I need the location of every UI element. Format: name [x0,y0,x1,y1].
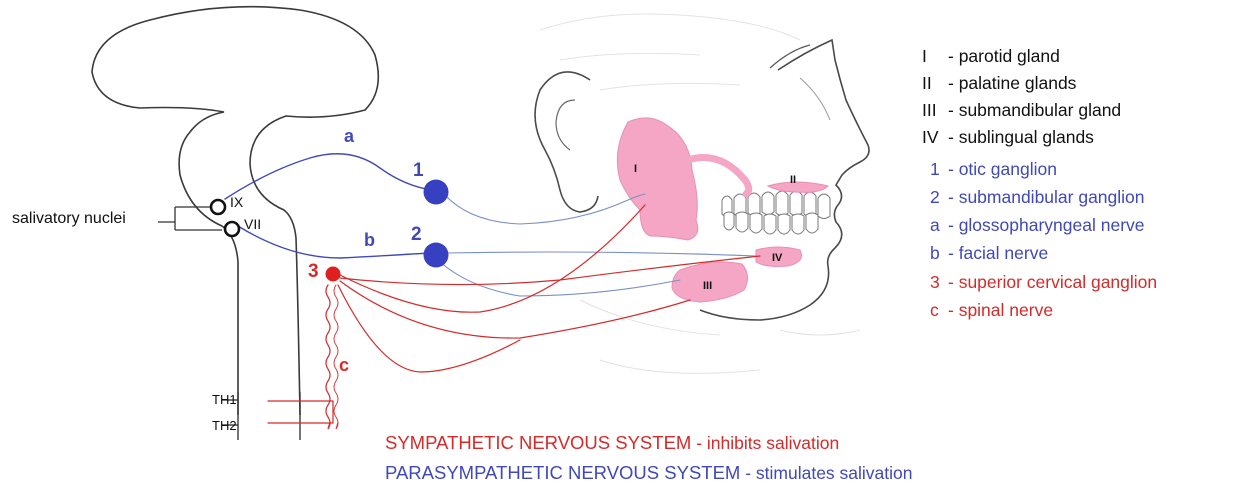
label-a: a [344,126,354,147]
nose-line [800,78,830,120]
label-c: c [339,355,349,376]
gland-label-iii: III [703,280,712,292]
sympathetic-title: SYMPATHETIC NERVOUS SYSTEM [385,432,691,453]
otic-to-parotid-branch [445,194,645,224]
label-b: b [364,230,375,251]
submandibular-ganglion [424,243,449,268]
facial-nerve [238,226,430,258]
parasympathetic-desc: - stimulates salivation [740,463,912,483]
submandibular-to-gland-branch [440,262,680,296]
vii-label: VII [244,216,261,232]
ear-inner [556,100,575,150]
otic-ganglion [424,180,449,205]
legend-item-glossopharyngeal: a- glossopharyngeal nerve [930,215,1145,236]
legend-item-parotid: I- parotid gland [922,46,1060,67]
legend-item-facial-nerve: b- facial nerve [930,243,1048,264]
brain-outline [92,7,378,415]
nucleus-vii [225,222,239,236]
legend-item-spinal-nerve: c- spinal nerve [930,300,1053,321]
eye-brow [770,45,810,68]
gland-label-i: I [634,163,637,175]
label-1: 1 [413,160,424,182]
legend-item-submandibular-gland: III- submandibular gland [922,100,1121,121]
sympathetic-desc: - inhibits salivation [691,433,839,453]
legend-item-submandibular-ganglion: 2- submandibular ganglion [930,187,1145,208]
th1-label: TH1 [212,392,237,407]
parasympathetic-title: PARASYMPATHETIC NERVOUS SYSTEM [385,462,740,483]
gland-label-ii: II [790,174,796,186]
palatine-glands [768,182,828,192]
label-2: 2 [411,224,422,246]
submandibular-to-sublingual-branch [445,252,756,256]
spinal-nerve-wavy-2 [334,285,338,429]
legend-item-otic-ganglion: 1- otic ganglion [930,159,1057,180]
legend-item-superior-cervical: 3- superior cervical ganglion [930,272,1157,293]
sympathetic-caption: SYMPATHETIC NERVOUS SYSTEM - inhibits sa… [385,432,839,454]
superior-cervical-ganglion [326,267,341,282]
lower-teeth [724,212,818,234]
legend-item-sublingual: IV- sublingual glands [922,127,1094,148]
gland-label-iv: IV [772,252,782,264]
spinal-nerve-wavy [326,285,330,429]
parotid-duct [688,158,749,195]
ix-label: IX [230,194,243,210]
glossopharyngeal-nerve [225,154,432,199]
salivatory-nuclei-label: salivatory nuclei [12,210,126,228]
ear-outline [535,72,598,212]
label-3: 3 [308,261,319,283]
parasympathetic-caption: PARASYMPATHETIC NERVOUS SYSTEM - stimula… [385,462,913,484]
legend-item-palatine: II- palatine glands [922,73,1076,94]
sym-to-submandibular [340,281,690,338]
nucleus-ix [211,200,225,214]
th2-label: TH2 [212,418,237,433]
